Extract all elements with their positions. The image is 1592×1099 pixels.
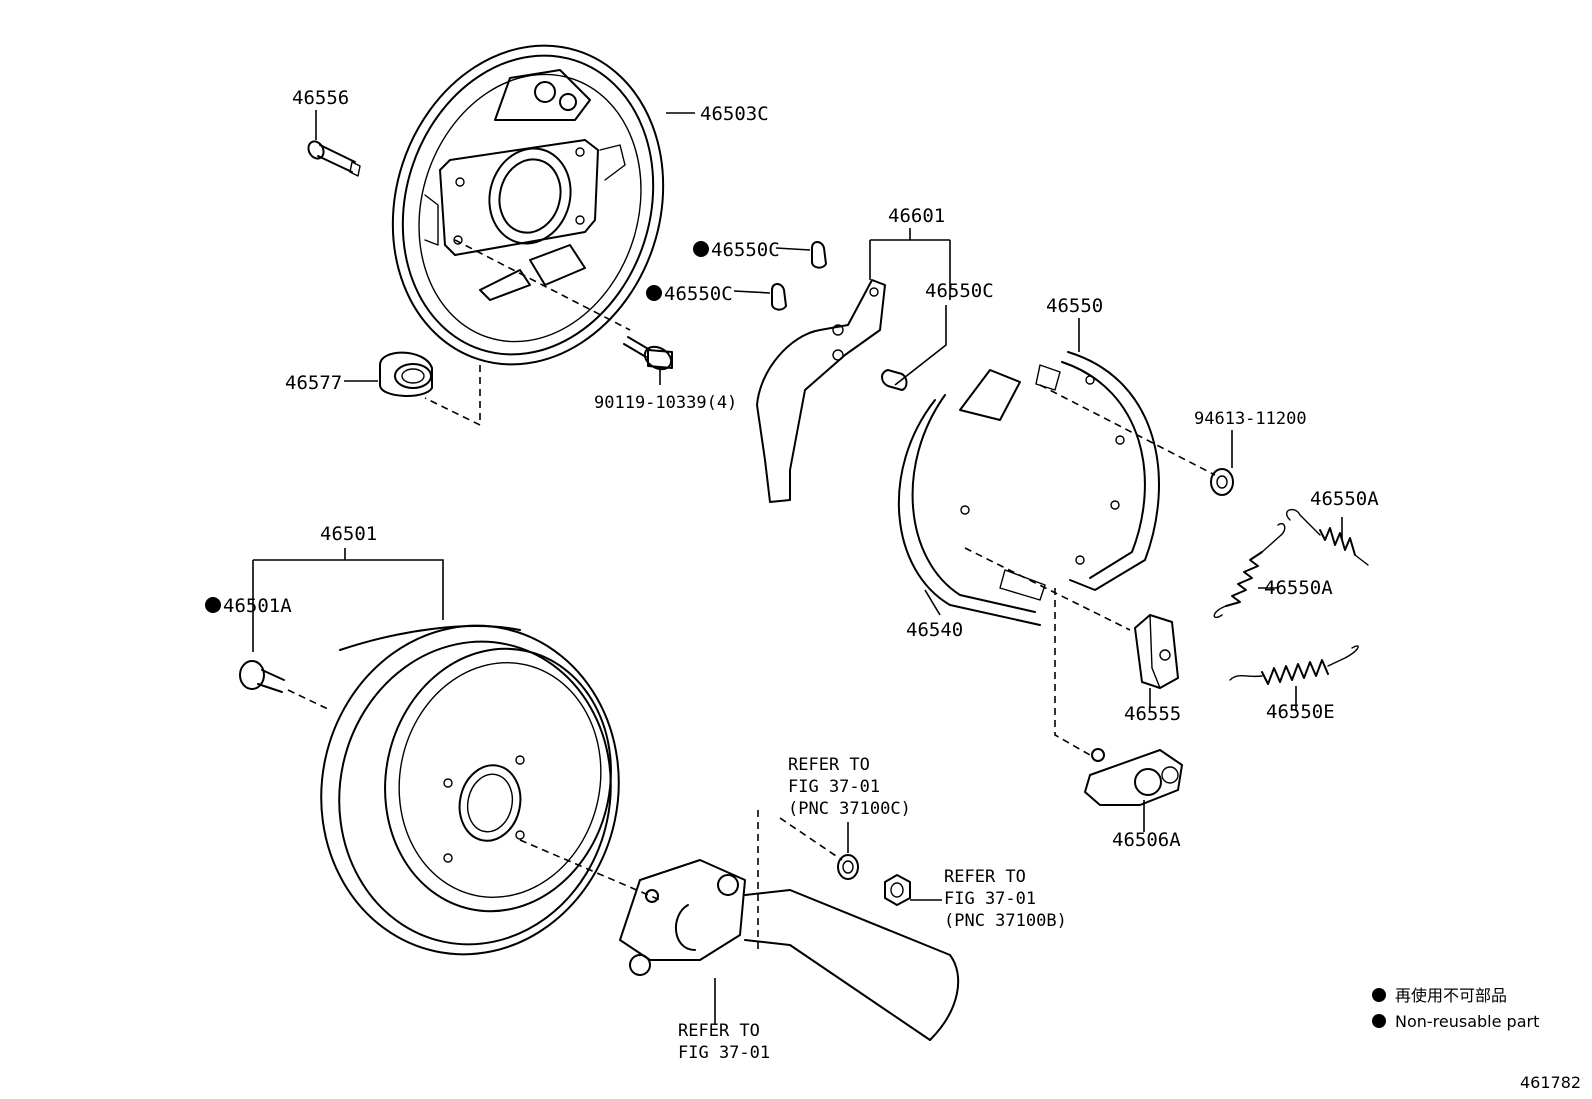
label-46506A: 46506A [1112, 829, 1181, 851]
refer-to-37100C[interactable]: REFER TO FIG 37-01 (PNC 37100C) [788, 755, 911, 819]
label-46550A-1: 46550A [1310, 488, 1379, 510]
refer-line: REFER TO [788, 755, 870, 775]
label-46550A-2: 46550A [1264, 577, 1333, 599]
lever-46601-drawing [756, 279, 886, 503]
label-46501: 46501 [320, 523, 377, 545]
clip-46550C-drawing [771, 241, 908, 391]
label-46550C-3: 46550C [925, 280, 994, 302]
label-46550E: 46550E [1266, 701, 1335, 723]
legend-dot [1372, 1014, 1386, 1028]
refer-line: FIG 37-01 [788, 777, 880, 797]
leader-dash [964, 547, 1131, 631]
non-reusable-dot [205, 597, 221, 613]
backing-plate-drawing [391, 44, 665, 366]
label-46503C: 46503C [700, 103, 769, 125]
label-94613-11200: 94613-11200 [1194, 409, 1307, 429]
refer-line: REFER TO [944, 867, 1026, 887]
bolt-90119-drawing [623, 336, 673, 371]
legend-en: Non-reusable part [1395, 1012, 1539, 1031]
label-46601: 46601 [888, 205, 945, 227]
leader-dash [287, 689, 331, 711]
figure-number: 461782 [1520, 1073, 1581, 1092]
holder-46555-drawing [1134, 614, 1179, 689]
refer-line: (PNC 37100C) [788, 799, 911, 819]
label-46501A: 46501A [223, 595, 292, 617]
axle-shaft-drawing [619, 859, 960, 1041]
label-46550C-2: 46550C [664, 283, 733, 305]
leader-line [252, 548, 444, 652]
leader-dash [1039, 384, 1216, 476]
refer-line: REFER TO [678, 1021, 760, 1041]
legend-jp: 再使用不可部品 [1395, 986, 1507, 1005]
refer-line: FIG 37-01 [678, 1043, 770, 1063]
spring-46550E-drawing [1229, 645, 1359, 685]
label-46550: 46550 [1046, 295, 1103, 317]
refer-to-bottom[interactable]: REFER TO FIG 37-01 [678, 1021, 770, 1063]
grommet-46577-drawing [379, 351, 433, 397]
nut-37100B-drawing [884, 874, 911, 906]
label-46556: 46556 [292, 87, 349, 109]
label-46540: 46540 [906, 619, 963, 641]
legend: 再使用不可部品 Non-reusable part [1372, 986, 1539, 1031]
refer-line: (PNC 37100B) [944, 911, 1067, 931]
leader-dash [424, 365, 481, 427]
refer-line: FIG 37-01 [944, 889, 1036, 909]
nut-37100C-drawing [837, 854, 859, 880]
brake-shoe-drawing [897, 351, 1160, 626]
legend-dot [1372, 988, 1386, 1002]
brake-drum-drawing [320, 624, 620, 956]
leader-dash [779, 817, 843, 861]
label-46577: 46577 [285, 372, 342, 394]
spring-46550A-lower-drawing [1213, 523, 1286, 619]
leader-line [869, 228, 951, 300]
bolt-46501A-drawing [239, 660, 285, 693]
label-46555: 46555 [1124, 703, 1181, 725]
label-46550C-1: 46550C [711, 239, 780, 261]
washer-94613-drawing [1210, 468, 1234, 496]
leader-line [733, 290, 771, 294]
non-reusable-dot [693, 241, 709, 257]
leader-dash [1054, 588, 1091, 756]
leader-line [775, 247, 811, 251]
refer-to-37100B[interactable]: REFER TO FIG 37-01 (PNC 37100B) [944, 867, 1067, 931]
non-reusable-dot [646, 285, 662, 301]
label-90119-10339: 90119-10339(4) [594, 393, 737, 413]
leader-line [924, 589, 941, 616]
spring-46550A-upper-drawing [1285, 508, 1369, 566]
leader-dash [454, 239, 631, 331]
bolt-46556-drawing [307, 140, 361, 177]
adjuster-46506A-drawing [1084, 748, 1183, 806]
leader-line [894, 305, 947, 386]
